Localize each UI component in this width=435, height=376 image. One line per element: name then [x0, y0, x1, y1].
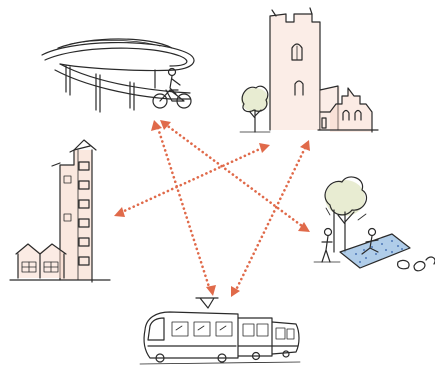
- apartment-tower-scene: [9, 139, 111, 283]
- cycling-ramp-icon: [41, 38, 195, 113]
- tree-icon: [239, 85, 271, 133]
- church-tower-scene: [239, 7, 379, 133]
- connector-church-apartments: [114, 143, 270, 217]
- cycling-bridge-scene: [41, 38, 195, 113]
- church-icon: [269, 7, 379, 133]
- people-icon: [321, 227, 379, 263]
- connector-bridge-tram: [151, 120, 216, 296]
- cyclist-icon: [152, 67, 192, 109]
- connector-church-tram: [231, 140, 310, 297]
- park-scene: [313, 176, 435, 272]
- tram-scene: [139, 297, 301, 365]
- connector-network: [114, 120, 310, 297]
- connector-bridge-park: [160, 120, 310, 232]
- park-trees-icon: [324, 176, 367, 253]
- row-houses-icon: [9, 243, 111, 281]
- apartment-building-icon: [51, 139, 97, 283]
- tram-icon: [139, 297, 301, 365]
